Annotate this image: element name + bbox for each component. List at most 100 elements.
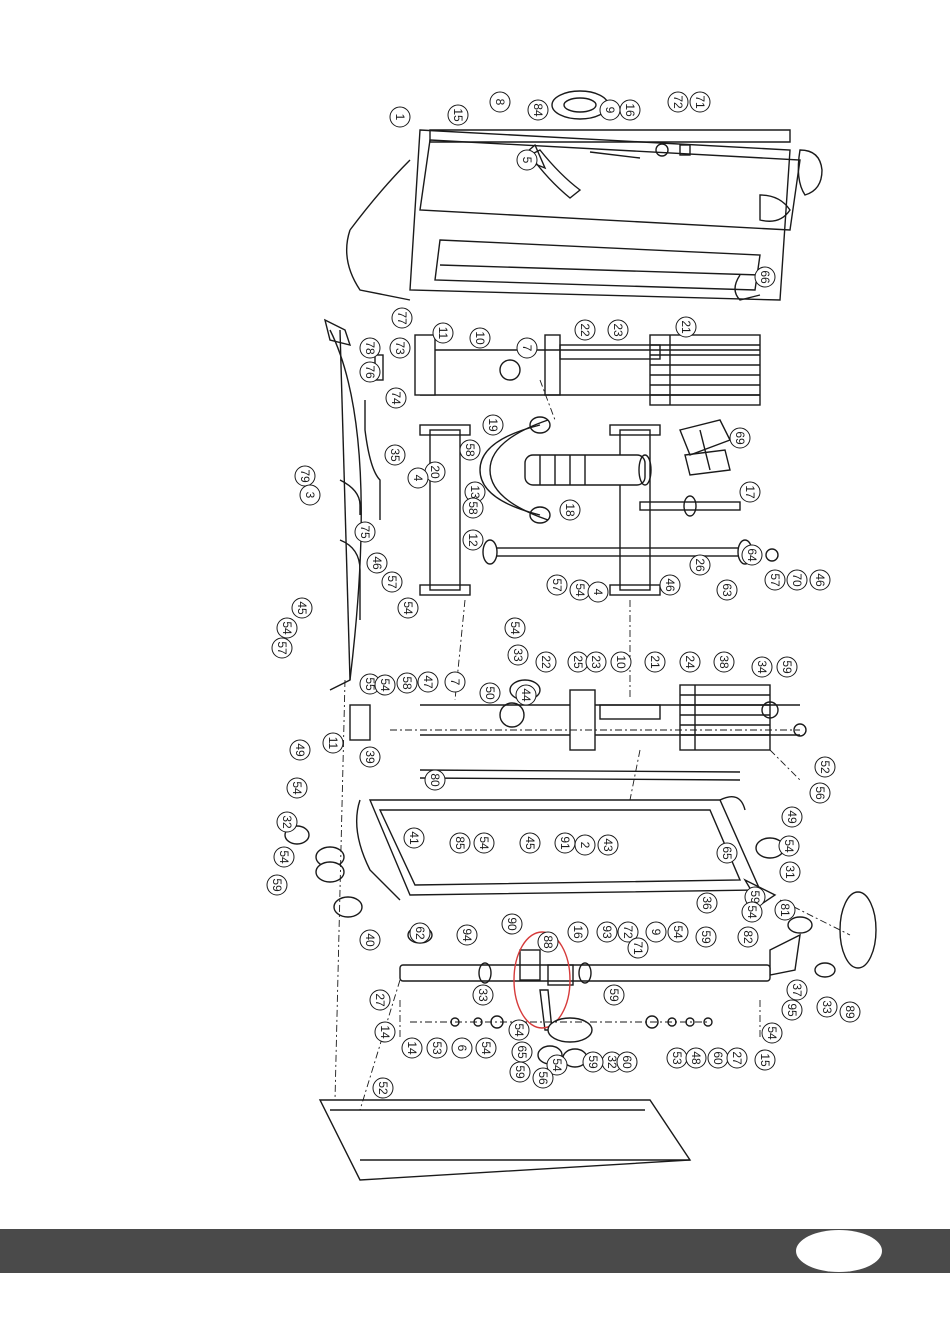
callout-number: 54 — [573, 583, 587, 597]
callout-number: 54 — [477, 836, 491, 850]
callout-label: 21 — [644, 651, 666, 673]
callout-label: 4 — [587, 581, 609, 603]
callout-number: 69 — [733, 431, 747, 445]
callout-number: 31 — [783, 865, 797, 879]
callout-label: 26 — [689, 554, 711, 576]
callout-number: 16 — [571, 925, 585, 939]
callout-number: 89 — [843, 1005, 857, 1019]
callout-number: 35 — [388, 448, 402, 462]
callout-label: 5 — [516, 149, 538, 171]
callout-label: 44 — [515, 684, 537, 706]
callout-number: 44 — [519, 688, 533, 702]
callout-number: 74 — [389, 391, 403, 405]
callout-label: 2 — [574, 834, 596, 856]
callout-label: 27 — [369, 989, 391, 1011]
callout-number: 91 — [558, 836, 572, 850]
callout-label: 55 — [359, 673, 381, 695]
callout-number: 27 — [730, 1051, 744, 1065]
callout-number: 18 — [563, 503, 577, 517]
callout-label: 49 — [781, 806, 803, 828]
callout-label: 57 — [764, 569, 786, 591]
callout-number: 2 — [578, 842, 592, 849]
callout-number: 34 — [755, 660, 769, 674]
weight-stack-lower — [679, 684, 771, 751]
callout-label: 54 — [761, 1022, 783, 1044]
callout-number: 45 — [523, 836, 537, 850]
callout-label: 69 — [729, 427, 751, 449]
callout-label: 12 — [462, 529, 484, 551]
callout-number: 26 — [693, 558, 707, 572]
callout-label: 21 — [675, 316, 697, 338]
callout-number: 77 — [395, 311, 409, 325]
callout-label: 76 — [359, 361, 381, 383]
callout-number: 15 — [758, 1053, 772, 1067]
callout-label: 31 — [779, 861, 801, 883]
callout-number: 8 — [493, 99, 507, 106]
callout-number: 33 — [511, 648, 525, 662]
callout-label: 58 — [396, 672, 418, 694]
callout-number: 41 — [407, 831, 421, 845]
callout-label: 53 — [426, 1037, 448, 1059]
callout-label: 56 — [809, 782, 831, 804]
callout-number: 55 — [363, 677, 377, 691]
callout-number: 11 — [436, 327, 450, 340]
callout-number: 59 — [780, 660, 794, 674]
callout-label: 82 — [737, 926, 759, 948]
callout-number: 80 — [428, 773, 442, 787]
callout-number: 9 — [649, 929, 663, 936]
callout-label: 54 — [741, 901, 763, 923]
callout-number: 59 — [270, 878, 284, 892]
callout-number: 59 — [748, 890, 762, 904]
callout-number: 93 — [600, 925, 614, 939]
callout-label: 81 — [774, 899, 796, 921]
callout-number: 58 — [466, 501, 480, 515]
callout-number: 60 — [620, 1055, 634, 1069]
callout-number: 54 — [508, 621, 522, 635]
callout-number: 79 — [298, 469, 312, 483]
callout-label: 71 — [627, 937, 649, 959]
callout-label: 27 — [726, 1047, 748, 1069]
callout-label: 58 — [462, 497, 484, 519]
callout-label: 54 — [473, 832, 495, 854]
callout-number: 58 — [400, 676, 414, 690]
callout-number: 56 — [813, 786, 827, 800]
callout-label: 36 — [696, 892, 718, 914]
callout-number: 56 — [536, 1071, 550, 1085]
callout-number: 57 — [768, 573, 782, 587]
callout-number: 49 — [785, 810, 799, 824]
callout-number: 52 — [818, 760, 832, 774]
callout-label: 25 — [567, 651, 589, 673]
callout-label: 46 — [659, 574, 681, 596]
callout-number: 81 — [778, 903, 792, 917]
callout-label: 41 — [403, 827, 425, 849]
callout-number: 54 — [290, 781, 304, 795]
callout-number: 15 — [451, 108, 465, 122]
callout-label: 37 — [786, 979, 808, 1001]
callout-label: 40 — [359, 929, 381, 951]
callout-number: 23 — [611, 323, 625, 337]
callout-label: 23 — [607, 319, 629, 341]
callout-label: 80 — [424, 769, 446, 791]
callout-label: 50 — [479, 682, 501, 704]
callout-label: 54 — [504, 617, 526, 639]
callout-number: 76 — [363, 365, 377, 379]
callout-label: 47 — [417, 671, 439, 693]
callout-number: 54 — [378, 678, 392, 692]
callout-label: 48 — [685, 1047, 707, 1069]
callout-number: 33 — [820, 1000, 834, 1014]
callout-label: 54 — [475, 1037, 497, 1059]
callout-number: 9 — [603, 107, 617, 114]
callout-number: 52 — [376, 1081, 390, 1095]
callout-label: 66 — [754, 266, 776, 288]
callout-number: 14 — [378, 1025, 392, 1039]
callout-number: 23 — [589, 655, 603, 669]
callout-number: 95 — [785, 1003, 799, 1017]
callout-label: 46 — [366, 552, 388, 574]
callout-label: 95 — [781, 999, 803, 1021]
callout-label: 93 — [596, 921, 618, 943]
callout-number: 72 — [671, 95, 685, 109]
callout-number: 46 — [663, 578, 677, 592]
callout-number: 71 — [693, 95, 707, 109]
callout-number: 53 — [430, 1041, 444, 1055]
callout-label: 38 — [713, 651, 735, 673]
